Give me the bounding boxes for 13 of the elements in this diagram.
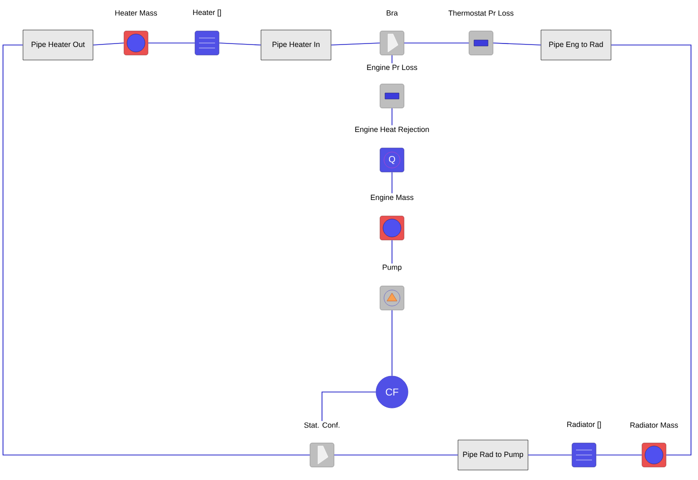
connector-line: [322, 392, 376, 422]
connector-line: [334, 454, 458, 456]
connector-line: [148, 42, 196, 44]
circle-node: CF: [376, 376, 408, 408]
connector-line: [610, 44, 692, 456]
connector-line: [2, 44, 310, 456]
connector-line: [596, 454, 642, 456]
connector-line: [92, 42, 124, 46]
connector-line: [492, 42, 542, 46]
connector-line: [330, 42, 380, 46]
connector-line: [218, 42, 262, 46]
connector-line: [528, 454, 572, 456]
connector-line: [404, 42, 470, 44]
